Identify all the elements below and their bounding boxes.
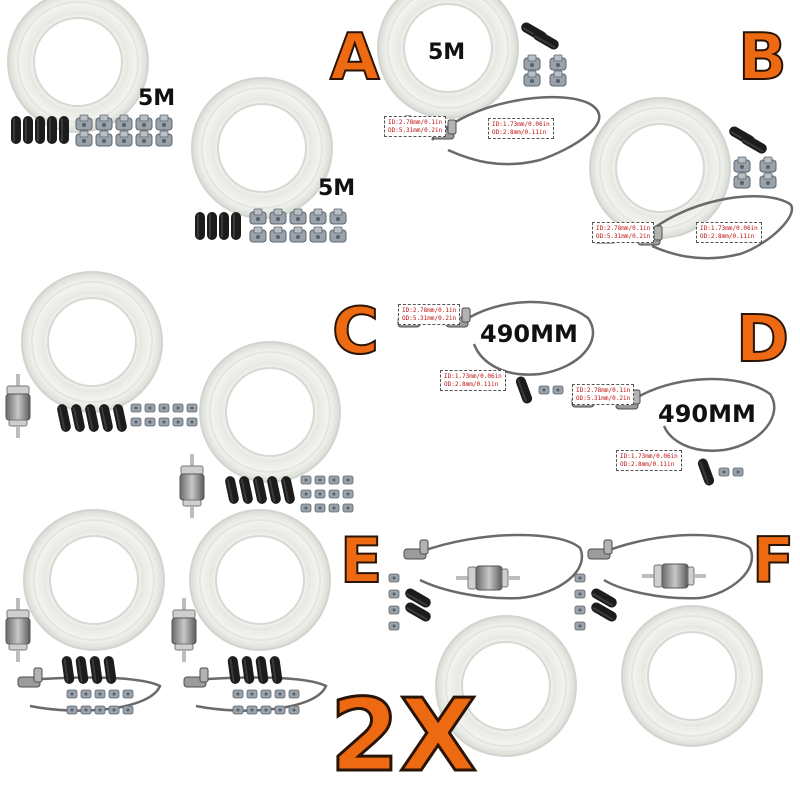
inline-fuel-filter-icon	[455, 565, 521, 591]
metal-fuel-pipe-icon	[461, 300, 776, 452]
fuel-hose-coil-icon	[589, 97, 731, 239]
length-label-b: 5M	[428, 40, 466, 65]
rubber-sleeve-icon	[589, 586, 619, 624]
fuel-hose-coil-icon	[7, 0, 149, 133]
variant-letter-c: C	[331, 295, 380, 369]
spec-callout-outlet-c: ID:2.78mm/0.1in OD:5.31mm/0.2in	[398, 304, 461, 325]
panel-e-illustration	[5, 509, 584, 757]
length-label-d: 490MM	[658, 400, 756, 428]
fuel-hose-coil-icon	[189, 509, 331, 651]
variant-letter-b: B	[737, 21, 788, 95]
quantity-label: 2X	[329, 677, 479, 794]
fuel-hose-coil-icon	[23, 509, 165, 651]
metal-fuel-pipe-icon	[431, 95, 794, 260]
inline-fuel-filter-icon	[5, 373, 31, 439]
hose-clamp-icon	[574, 573, 586, 631]
spec-callout-pipe-b: ID:1.73mm/0.06in OD:2.8mm/0.11in	[488, 118, 554, 139]
metal-fuel-pipe-icon	[603, 533, 754, 600]
inline-fuel-filter-icon	[641, 563, 707, 589]
length-label-c: 490MM	[480, 320, 578, 348]
inline-fuel-filter-icon	[179, 453, 205, 519]
spec-callout-pipe-c: ID:1.73mm/0.06in OD:2.8mm/0.11in	[440, 370, 506, 391]
panel-f-illustration	[574, 533, 763, 747]
fuel-hose-coil-icon	[199, 341, 341, 483]
inline-fuel-filter-icon	[5, 597, 31, 663]
panel-b-illustration	[377, 0, 794, 260]
elbow-connector-icon	[587, 539, 613, 560]
panel-c-illustration	[5, 271, 354, 519]
variant-letter-a: A	[329, 21, 381, 95]
spec-callout-outlet-b2: ID:2.78mm/0.1in OD:5.31mm/0.2in	[592, 222, 655, 243]
variant-letter-d: D	[735, 303, 790, 377]
fuel-hose-coil-icon	[191, 77, 333, 219]
spec-callout-pipe-d: ID:1.73mm/0.06in OD:2.8mm/0.11in	[616, 450, 682, 471]
inline-fuel-filter-icon	[171, 597, 197, 663]
length-label-a2: 5M	[318, 176, 356, 201]
fuel-hose-coil-icon	[621, 605, 763, 747]
spec-callout-pipe-b2: ID:1.73mm/0.06in OD:2.8mm/0.11in	[696, 222, 762, 243]
panel-d-illustration	[397, 300, 776, 487]
variant-letter-f: F	[751, 524, 795, 597]
spec-callout-outlet-d: ID:2.78mm/0.1in OD:5.31mm/0.2in	[572, 384, 635, 405]
length-label-a1: 5M	[138, 86, 176, 111]
variant-letter-e: E	[339, 524, 383, 597]
fuel-hose-coil-icon	[21, 271, 163, 413]
spec-callout-outlet-b: ID:2.78mm/0.1in OD:5.31mm/0.2in	[384, 116, 447, 137]
panel-a-illustration	[7, 0, 347, 243]
